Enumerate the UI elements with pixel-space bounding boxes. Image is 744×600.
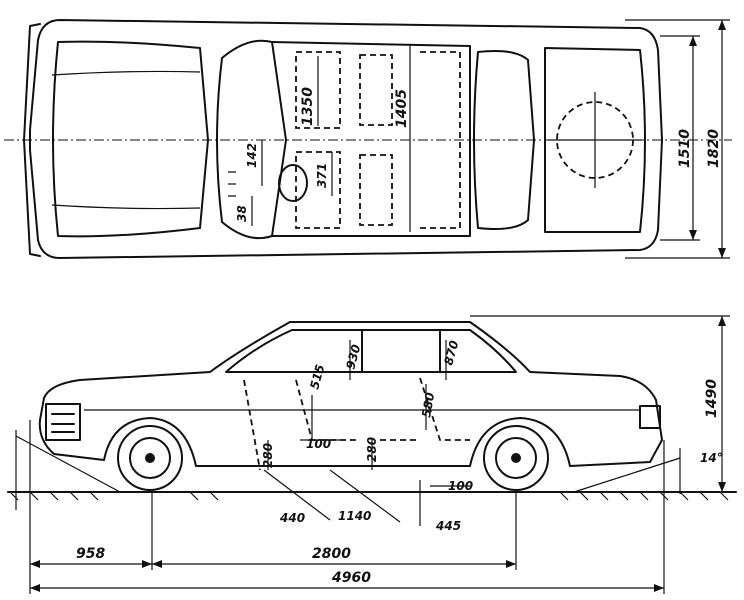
top-body-outline	[29, 19, 663, 259]
bottom-dimensions: 958 2800 4960	[29, 420, 665, 594]
dim-rear-back: 580	[419, 391, 437, 418]
top-view: 1350 1405 371 142 38 1510 1820	[4, 19, 732, 259]
side-rear-wheel	[483, 425, 549, 491]
top-rear-window	[473, 50, 535, 230]
top-front-bumper	[23, 23, 41, 257]
dim-seat-gap: 371	[315, 163, 329, 188]
top-steering-wheel	[278, 164, 308, 202]
dim-wheel-offset: 142	[245, 143, 259, 168]
top-front-seats	[295, 51, 341, 229]
dim-overall-length: 4960	[331, 570, 371, 586]
dim-height: 1490	[704, 379, 720, 418]
side-body-outline	[38, 321, 663, 467]
dim-width-overall: 1820	[706, 129, 722, 168]
dim-mid-280: 280	[365, 437, 379, 462]
dim-rear-angle: 14°	[700, 451, 723, 465]
dim-pedal: 38	[235, 205, 249, 222]
top-windshield	[216, 39, 287, 240]
dim-440: 440	[279, 511, 305, 525]
dim-445: 445	[435, 519, 461, 533]
dim-roof-front: 930	[343, 343, 363, 371]
top-trunk	[544, 47, 646, 233]
dim-wheelbase: 2800	[312, 546, 351, 562]
dim-1140: 1140	[338, 509, 371, 523]
dim-seat-depth: 1350	[300, 87, 316, 126]
top-roof	[271, 41, 471, 237]
dim-seat-height-front: 280	[261, 443, 275, 468]
side-front-wheel	[117, 425, 183, 491]
side-windows	[225, 329, 517, 373]
dim-width-body: 1510	[677, 129, 693, 168]
dim-front-100: 100	[306, 437, 331, 451]
side-view: 280 515 930 870 580 100 280 100 440 1140…	[7, 315, 737, 533]
dim-interior-length: 1405	[394, 89, 410, 128]
side-grille	[45, 403, 81, 441]
dim-seat-back: 515	[307, 363, 327, 391]
dim-roof-rear: 870	[441, 339, 461, 367]
side-rear-seat	[419, 377, 470, 441]
dim-rear-100: 100	[448, 479, 473, 493]
top-rear-seats	[359, 51, 461, 229]
dim-front-overhang: 958	[76, 546, 105, 562]
top-hood	[52, 40, 209, 238]
